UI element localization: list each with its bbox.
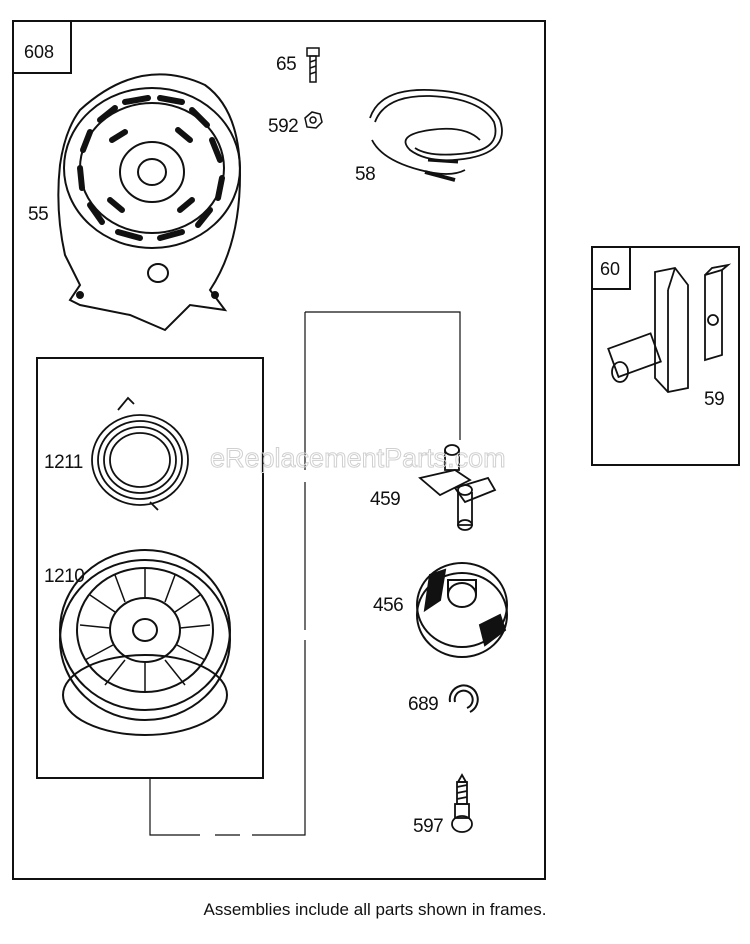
footer-caption: Assemblies include all parts shown in fr… (203, 900, 547, 919)
recoil-spring-part (91, 396, 189, 511)
main-frame-label-box (12, 20, 72, 74)
callout-59: 59 (704, 389, 724, 410)
main-frame (12, 20, 546, 880)
nut-part (304, 111, 323, 129)
callout-592: 592 (268, 116, 298, 137)
callout-689: 689 (408, 694, 438, 715)
blower-housing-part (57, 73, 242, 332)
side-frame (591, 246, 740, 466)
callout-459: 459 (370, 489, 400, 510)
shoulder-screw-part (451, 773, 473, 833)
starter-cup-part (416, 562, 508, 658)
callout-597: 597 (413, 816, 443, 837)
side-frame-label-box (591, 246, 631, 290)
starter-rope-part (369, 89, 503, 182)
callout-65: 65 (276, 54, 296, 75)
retaining-ring-part (448, 684, 479, 713)
callout-58: 58 (355, 164, 375, 185)
connector-lines (149, 311, 461, 837)
starter-dog-part (418, 444, 497, 531)
watermark: eReplacementParts.com (210, 443, 506, 473)
spacer-key-part (607, 263, 732, 393)
side-frame-label: 60 (600, 259, 620, 279)
callout-456: 456 (373, 595, 403, 616)
callout-1211: 1211 (44, 452, 83, 473)
callout-55: 55 (28, 204, 48, 225)
main-frame-label: 608 (24, 42, 54, 62)
callout-1210: 1210 (44, 566, 84, 587)
starter-pulley-part (59, 549, 231, 736)
screw-part (306, 47, 320, 83)
